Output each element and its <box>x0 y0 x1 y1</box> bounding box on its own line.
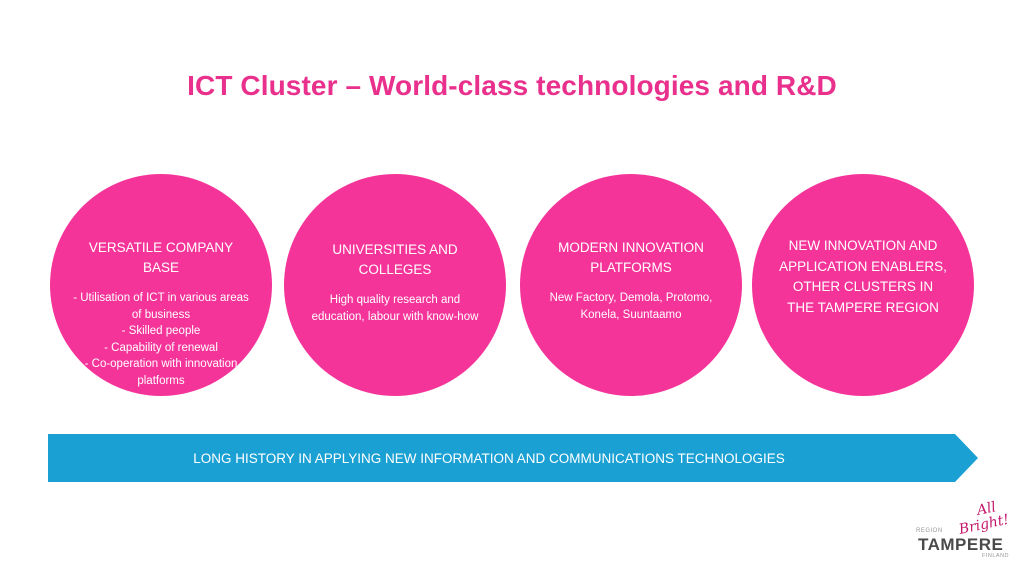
circle-heading: MODERN INNOVATION PLATFORMS <box>558 240 704 275</box>
logo-script-line1: All <box>974 500 998 519</box>
banner-text: LONG HISTORY IN APPLYING NEW INFORMATION… <box>193 450 785 466</box>
circle-versatile-company-base: VERSATILE COMPANY BASE - Utilisation of … <box>50 174 272 396</box>
circle-modern-innovation-platforms: MODERN INNOVATION PLATFORMS New Factory,… <box>520 174 742 396</box>
circle-body-line: High quality research and education, lab… <box>311 294 479 323</box>
circle-body-line: New Factory, Demola, Protomo, Konela, Su… <box>549 292 713 321</box>
logo-region-label: REGION <box>916 528 943 534</box>
circle-body: New Factory, Demola, Protomo, Konela, Su… <box>542 290 720 323</box>
circle-heading: NEW INNOVATION AND APPLICATION ENABLERS,… <box>779 238 947 315</box>
logo-finland-label: FINLAND <box>982 553 1010 559</box>
circle-body-line: - Utilisation of ICT in various areas of… <box>73 292 249 321</box>
circle-new-innovation-enablers: NEW INNOVATION AND APPLICATION ENABLERS,… <box>752 174 974 396</box>
banner-arrow <box>48 434 978 482</box>
circle-heading: UNIVERSITIES AND COLLEGES <box>332 242 458 277</box>
circle-body: High quality research and education, lab… <box>308 292 482 325</box>
logo-tampere-wordmark: TAMPERE <box>918 535 1004 554</box>
slide-title: ICT Cluster – World-class technologies a… <box>187 70 837 101</box>
circle-body-line: - Capability of renewal <box>104 341 218 354</box>
circle-body-line: - Co-operation with innovation platforms <box>84 358 238 387</box>
circle-universities-and-colleges: UNIVERSITIES AND COLLEGES High quality r… <box>284 174 506 396</box>
all-bright-script-logo: All Bright! <box>958 500 1010 538</box>
circle-body: - Utilisation of ICT in various areas of… <box>72 290 250 389</box>
circle-heading: VERSATILE COMPANY BASE <box>88 240 234 275</box>
circle-body-line: - Skilled people <box>121 325 201 337</box>
banner-arrow-shape <box>48 434 978 482</box>
